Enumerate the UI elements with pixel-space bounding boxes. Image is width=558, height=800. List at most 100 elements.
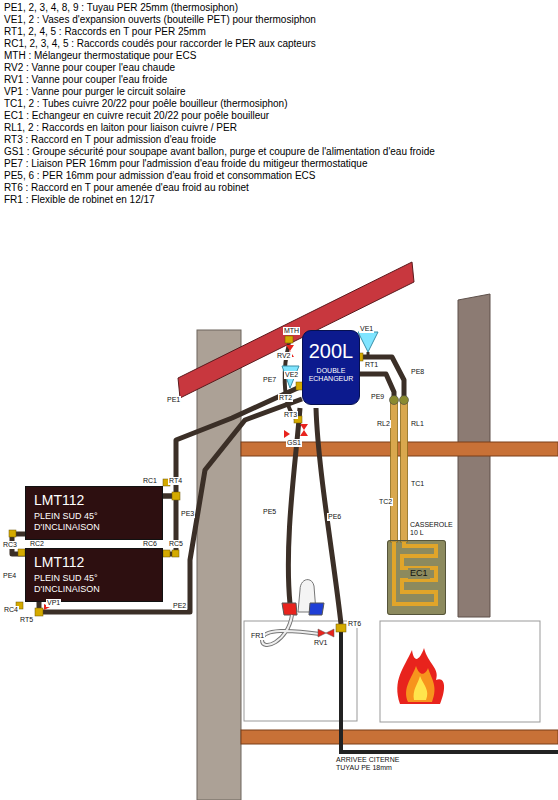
pipe-label: PE2: [172, 602, 187, 610]
floor-beam: [241, 730, 558, 744]
flame: [414, 676, 428, 700]
valve-rv1: [318, 629, 326, 637]
callout-label: VE1: [359, 325, 374, 333]
brass-fitting: [400, 396, 409, 405]
tee-fitting: [35, 608, 43, 616]
legend-note: RL1, 2 : Raccords en laiton pour liaison…: [4, 122, 237, 134]
cold-tap: [309, 603, 324, 615]
casserole-body: [387, 540, 446, 615]
callout-label: RL2: [376, 420, 391, 428]
callout-label: RC3: [2, 541, 18, 549]
pipe-connector: [163, 386, 302, 496]
callout-label: PE7: [262, 376, 277, 384]
callout-label: RC5: [168, 540, 184, 548]
node-heading: EC1: [410, 568, 428, 579]
storage-tank: 200L DOUBLE ECHANGEUR: [302, 330, 360, 405]
casserole: CASSEROLE 10 LEC1: [387, 540, 446, 615]
callout-label: RC2: [29, 540, 45, 548]
arrival-pipe: [341, 630, 558, 752]
callout-label: MTH: [283, 327, 300, 335]
brass-fitting: [390, 396, 399, 405]
node-heading: CASSEROLE 10 L: [410, 521, 452, 538]
pipe-pe5: [288, 408, 300, 604]
node-body: PLEIN SUD 45° D'INCLINAISON: [34, 573, 142, 595]
callout-label: TC2: [378, 498, 393, 506]
pipe-label: PE1: [166, 396, 181, 404]
legend-note: RV2 : Vanne pour couper l'eau chaude: [4, 62, 175, 74]
legend-note: FR1 : Flexible de robinet en 12/17: [4, 194, 155, 206]
mixer-valve: [285, 336, 293, 343]
legend-note: MTH : Mélangeur thermostatique pour ECS: [4, 50, 196, 62]
tee-fitting: [172, 492, 180, 500]
node-heading: LMT112: [34, 492, 154, 509]
elbow-fitting: [163, 550, 170, 557]
flexible-hose: [262, 615, 320, 645]
callout-label: RL1: [410, 420, 425, 428]
legend-note: GS1 : Groupe sécurité pour soupape avant…: [4, 146, 435, 158]
solar-collector: LMT112PLEIN SUD 45° D'INCLINAISON: [25, 548, 163, 602]
pipe-label: PE9: [370, 393, 385, 401]
callout-label: RT4: [168, 477, 183, 485]
callout-label: RT6: [347, 620, 362, 628]
legend-note: RT6 : Raccord en T pour amenée d'eau fro…: [4, 182, 249, 194]
callout-label: RC1: [142, 477, 158, 485]
callout-label: RV1: [313, 639, 329, 647]
callout-label: RC6: [142, 540, 158, 548]
callout-label: PE6: [327, 513, 342, 521]
safety-group: [284, 430, 290, 438]
callout-label: ARRIVEE CITERNE TUYAU PE 18mm: [335, 756, 401, 771]
callout-label: VP1: [46, 599, 61, 607]
callout-label: RT3: [283, 411, 298, 419]
pipe-label: PE4: [2, 572, 17, 580]
wall-pillar: [197, 330, 241, 800]
pipe-connector: [360, 374, 394, 540]
callout-label: RT1: [364, 361, 379, 369]
valve-rv2: [286, 345, 294, 351]
legend-note: VE1, 2 : Vases d'expansion ouverts (bout…: [4, 14, 316, 26]
flame: [397, 648, 444, 704]
legend-note: RC1, 2, 3, 4, 5 : Raccords coudés pour r…: [4, 38, 316, 50]
copper-tube: [401, 402, 408, 542]
callout-label: VE2: [284, 371, 299, 379]
legend-note: PE1, 2, 3, 4, 8, 9 : Tuyau PER 25mm (the…: [4, 2, 238, 14]
callout-label: RT5: [19, 616, 34, 624]
callout-label: PE5: [262, 508, 277, 516]
legend-note: PE7 : Liaison PER 16mm pour l'admission …: [4, 158, 367, 170]
copper-tube: [391, 402, 398, 542]
solar-collector: LMT112PLEIN SUD 45° D'INCLINAISON: [25, 486, 163, 540]
exchanger-coil: [394, 542, 436, 604]
pipe-label: PE3: [180, 510, 195, 518]
safety-group: [300, 430, 308, 436]
legend-note: EC1 : Echangeur en cuivre recuit 20/22 p…: [4, 110, 269, 122]
legend-note: VP1 : Vanne pour purger le circuit solai…: [4, 86, 186, 98]
exchanger-label: EC1: [408, 568, 430, 579]
expansion-vessel: [358, 332, 378, 352]
elbow-fitting: [172, 550, 179, 557]
legend-note: RT1, 2, 4, 5 : Raccords en T pour PER 25…: [4, 26, 206, 38]
vessel-pipe: [367, 352, 370, 357]
legend-note: RV1 : Vanne pour couper l'eau froide: [4, 74, 167, 86]
elbow-fitting: [18, 549, 25, 556]
callout-label: FR1: [250, 632, 265, 640]
pipe-label: PE8: [410, 368, 425, 376]
callout-label: TC1: [410, 480, 425, 488]
callout-label: RT2: [278, 394, 293, 402]
legend-note: PE5, 6 : PER 16mm pour admission d'eau f…: [4, 170, 316, 182]
roof: [178, 262, 414, 398]
legend-note: RT3 : Raccord en T pour admission d'eau …: [4, 134, 216, 146]
flexible-hose: [262, 615, 320, 645]
node-heading: 200L: [306, 339, 356, 363]
callout-label: RC4: [3, 606, 19, 614]
legend-note: TC1, 2 : Tubes cuivre 20/22 pour poêle b…: [4, 98, 288, 110]
stove: [380, 621, 540, 722]
node-body: PLEIN SUD 45° D'INCLINAISON: [34, 511, 142, 533]
hot-tap: [282, 603, 297, 615]
node-body: DOUBLE ECHANGEUR: [306, 367, 356, 384]
tee-rt6: [336, 624, 346, 632]
callout-label: GS1: [286, 439, 302, 447]
node-heading: LMT112: [34, 554, 154, 571]
safety-group: [300, 424, 308, 430]
callout-label: RV2: [276, 352, 292, 360]
valve-rv1: [326, 629, 334, 637]
elbow-fitting: [9, 530, 16, 537]
